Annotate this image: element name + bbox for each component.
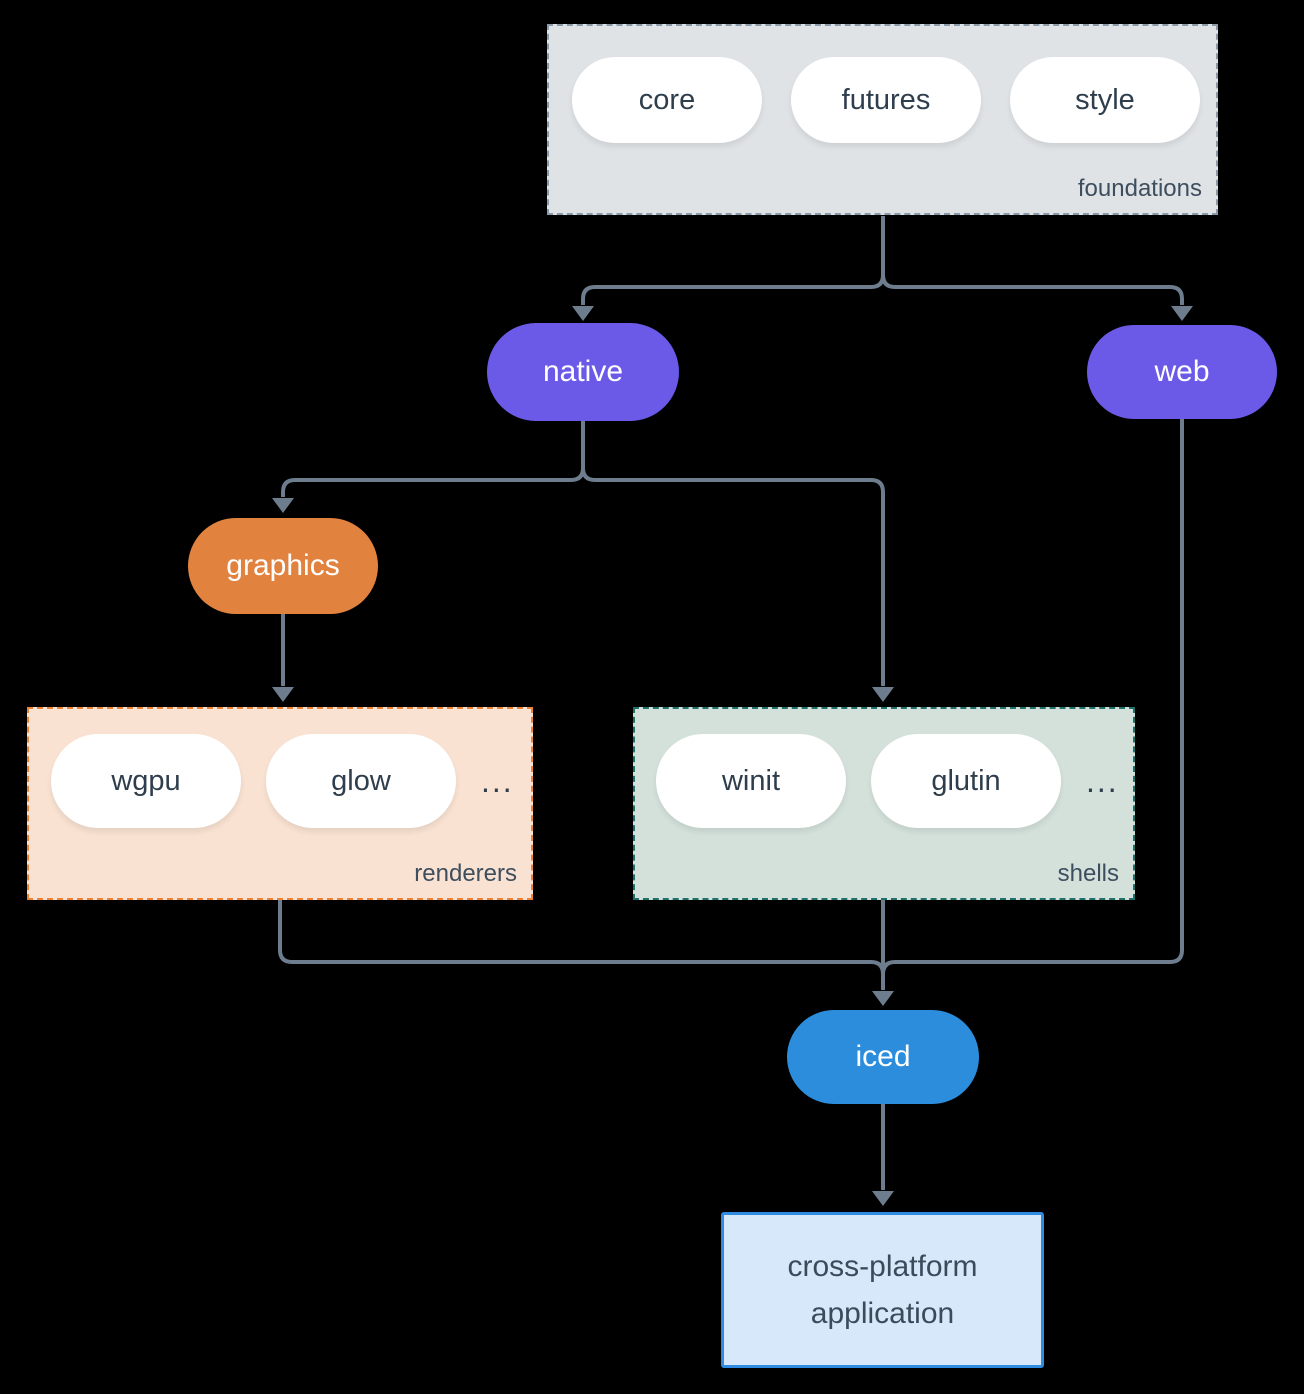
- node-native: native: [487, 323, 679, 421]
- edge-foundations-native: [581, 216, 885, 305]
- renderers-ellipsis: ...: [481, 762, 514, 799]
- node-winit: winit: [656, 734, 846, 828]
- node-wgpu: wgpu: [51, 734, 241, 828]
- edge-renderers-iced: [278, 900, 885, 975]
- arrowhead-application: [872, 1191, 894, 1206]
- arrowhead-native: [572, 306, 594, 321]
- edge-native-graphics: [281, 421, 585, 497]
- arrowhead-renderers: [272, 687, 294, 702]
- arrowhead-shells: [872, 687, 894, 702]
- shells-group: winit glutin ... shells: [633, 707, 1135, 900]
- arrowhead-graphics: [272, 498, 294, 513]
- application-label-line1: cross-platform: [787, 1250, 978, 1283]
- node-core: core: [572, 57, 762, 143]
- foundations-label: foundations: [1077, 175, 1202, 202]
- node-glutin: glutin: [871, 734, 1061, 828]
- renderers-group: wgpu glow ... renderers: [27, 707, 533, 900]
- edge-foundations-web: [881, 216, 1184, 305]
- shells-pill-row: winit glutin ...: [635, 709, 1133, 828]
- shells-ellipsis: ...: [1086, 762, 1119, 799]
- foundations-group: core futures style foundations: [547, 24, 1218, 215]
- arrowhead-iced: [872, 991, 894, 1006]
- renderers-pill-row: wgpu glow ...: [29, 709, 531, 828]
- application-label-line2: application: [810, 1297, 955, 1330]
- edge-native-shells: [581, 421, 885, 686]
- foundations-pill-row: core futures style: [549, 26, 1216, 143]
- renderers-label: renderers: [414, 860, 517, 887]
- arrowhead-web: [1171, 306, 1193, 321]
- node-glow: glow: [266, 734, 456, 828]
- node-iced: iced: [787, 1010, 979, 1104]
- node-web: web: [1087, 325, 1277, 419]
- node-graphics: graphics: [188, 518, 378, 614]
- node-cross-platform-application: cross-platform application: [721, 1212, 1044, 1368]
- node-futures: futures: [791, 57, 981, 143]
- shells-label: shells: [1057, 860, 1119, 887]
- node-style: style: [1010, 57, 1200, 143]
